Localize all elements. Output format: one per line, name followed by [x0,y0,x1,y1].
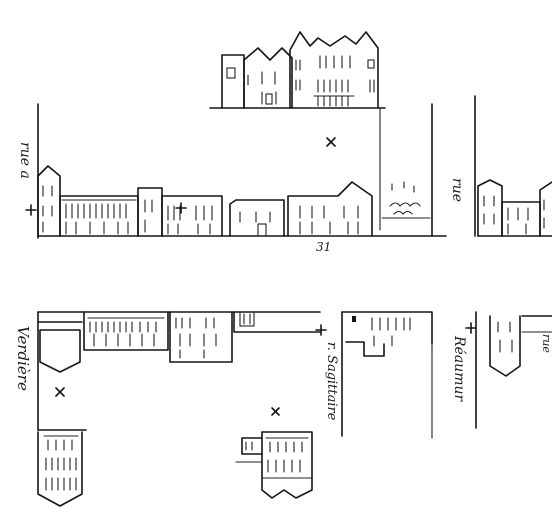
street-label-left: Verdière [14,326,32,391]
block-number: 31 [316,240,332,254]
bottom-center-block [341,311,433,439]
cross-marker [25,204,37,216]
mid-row-buildings [37,103,447,237]
street-label-right: Réaumur [451,336,467,402]
top-center-buildings [209,31,386,231]
street-label-top-right: rue [449,178,465,202]
street-label-top-left: rue a [17,142,33,179]
cross-marker [175,202,187,214]
far-right-buildings [474,95,552,237]
x-marker [326,137,336,147]
street-label-far-right: rue [540,334,552,353]
street-label-center: r. Sagittaire [324,342,339,421]
bottom-left-block [37,311,327,507]
bottom-right-block [465,311,552,429]
